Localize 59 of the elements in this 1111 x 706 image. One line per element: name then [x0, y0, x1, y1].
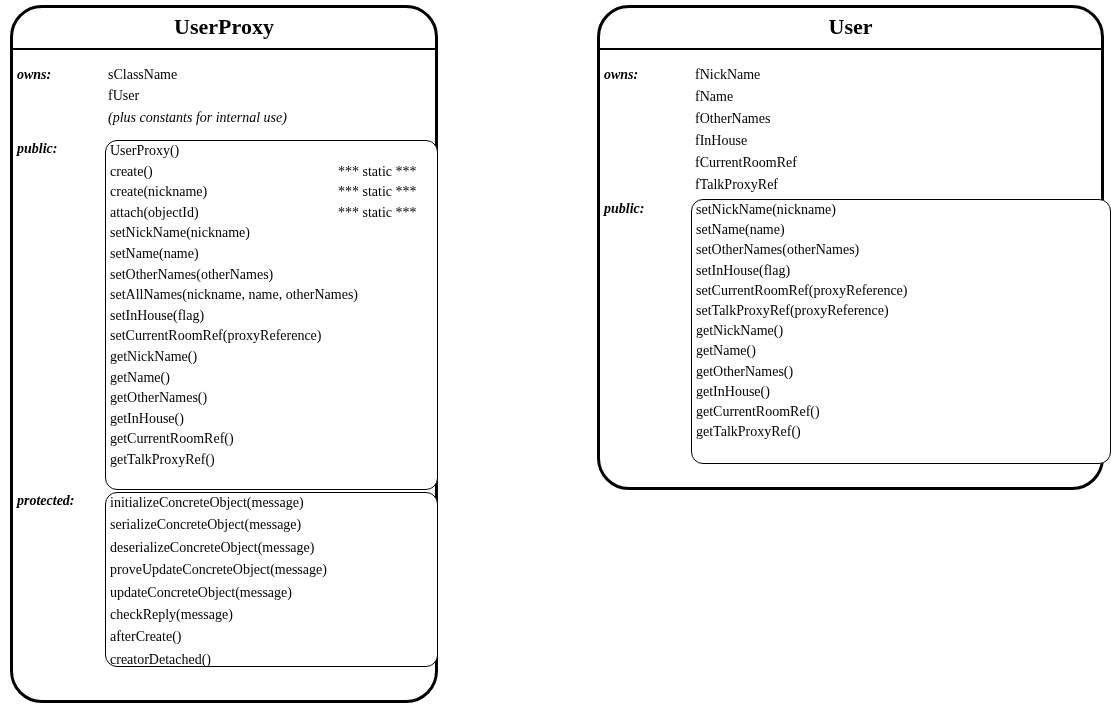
- member-name: setAllNames(nickname, name, otherNames): [110, 286, 359, 305]
- member-name: getInHouse(): [110, 409, 184, 428]
- member-name: create(nickname): [110, 183, 208, 202]
- member-name: getName(): [696, 342, 756, 361]
- member-name: setName(name): [696, 221, 785, 240]
- member-name: setName(name): [110, 245, 199, 263]
- member-name: initializeConcreteObject(message): [110, 494, 304, 512]
- static-note: *** static ***: [338, 203, 417, 222]
- member-name: create(): [110, 162, 153, 181]
- section-label: public:: [604, 200, 645, 218]
- static-note: *** static ***: [338, 183, 417, 202]
- note: (plus constants for internal use): [108, 109, 287, 127]
- member-name: setOtherNames(otherNames): [110, 265, 274, 284]
- member-name: creatorDetached(): [110, 650, 212, 669]
- section-label: owns:: [604, 66, 639, 84]
- member-name: fOtherNames: [695, 110, 771, 128]
- member-name: getOtherNames(): [110, 389, 208, 408]
- static-note: *** static ***: [338, 162, 417, 181]
- member-name: getNickName(): [110, 348, 198, 366]
- member-name: setTalkProxyRef(proxyReference): [696, 302, 889, 320]
- method-group-box: [105, 492, 438, 667]
- member-name: setInHouse(flag): [696, 261, 791, 280]
- member-name: getInHouse(): [696, 382, 770, 401]
- member-name: afterCreate(): [110, 628, 182, 647]
- member-name: checkReply(message): [110, 606, 233, 624]
- method-group-box: [691, 199, 1111, 464]
- member-name: setCurrentRoomRef(proxyReference): [110, 327, 322, 346]
- method-group-box: [105, 140, 438, 490]
- member-name: getOtherNames(): [696, 362, 794, 381]
- member-name: getName(): [110, 368, 170, 387]
- member-name: setNickName(nickname): [696, 201, 836, 219]
- class-name: UserProxy: [173, 13, 275, 41]
- member-name: fInHouse: [695, 132, 748, 150]
- member-name: UserProxy(): [110, 142, 180, 160]
- member-name: fTalkProxyRef: [695, 176, 778, 194]
- member-name: setCurrentRoomRef(proxyReference): [696, 281, 908, 300]
- member-name: getTalkProxyRef(): [110, 451, 215, 469]
- member-name: fCurrentRoomRef: [695, 154, 797, 172]
- member-name: getCurrentRoomRef(): [110, 430, 234, 449]
- class-box: [10, 5, 438, 703]
- class-name: User: [827, 13, 874, 41]
- section-label: owns:: [17, 66, 52, 84]
- member-name: fName: [695, 88, 734, 106]
- member-name: setInHouse(flag): [110, 306, 205, 325]
- member-name: attach(objectId): [110, 203, 199, 222]
- member-name: updateConcreteObject(message): [110, 583, 292, 602]
- section-label: protected:: [17, 492, 75, 510]
- member-name: deserializeConcreteObject(message): [110, 538, 315, 557]
- member-name: setOtherNames(otherNames): [696, 241, 860, 260]
- section-label: public:: [17, 140, 58, 158]
- member-name: fUser: [108, 87, 140, 105]
- member-name: getCurrentRoomRef(): [696, 403, 820, 421]
- member-name: serializeConcreteObject(message): [110, 516, 302, 535]
- member-name: getNickName(): [696, 322, 784, 341]
- member-name: getTalkProxyRef(): [696, 423, 801, 442]
- member-name: proveUpdateConcreteObject(message): [110, 561, 327, 580]
- member-name: sClassName: [108, 66, 178, 84]
- member-name: fNickName: [695, 66, 761, 84]
- member-name: setNickName(nickname): [110, 224, 250, 243]
